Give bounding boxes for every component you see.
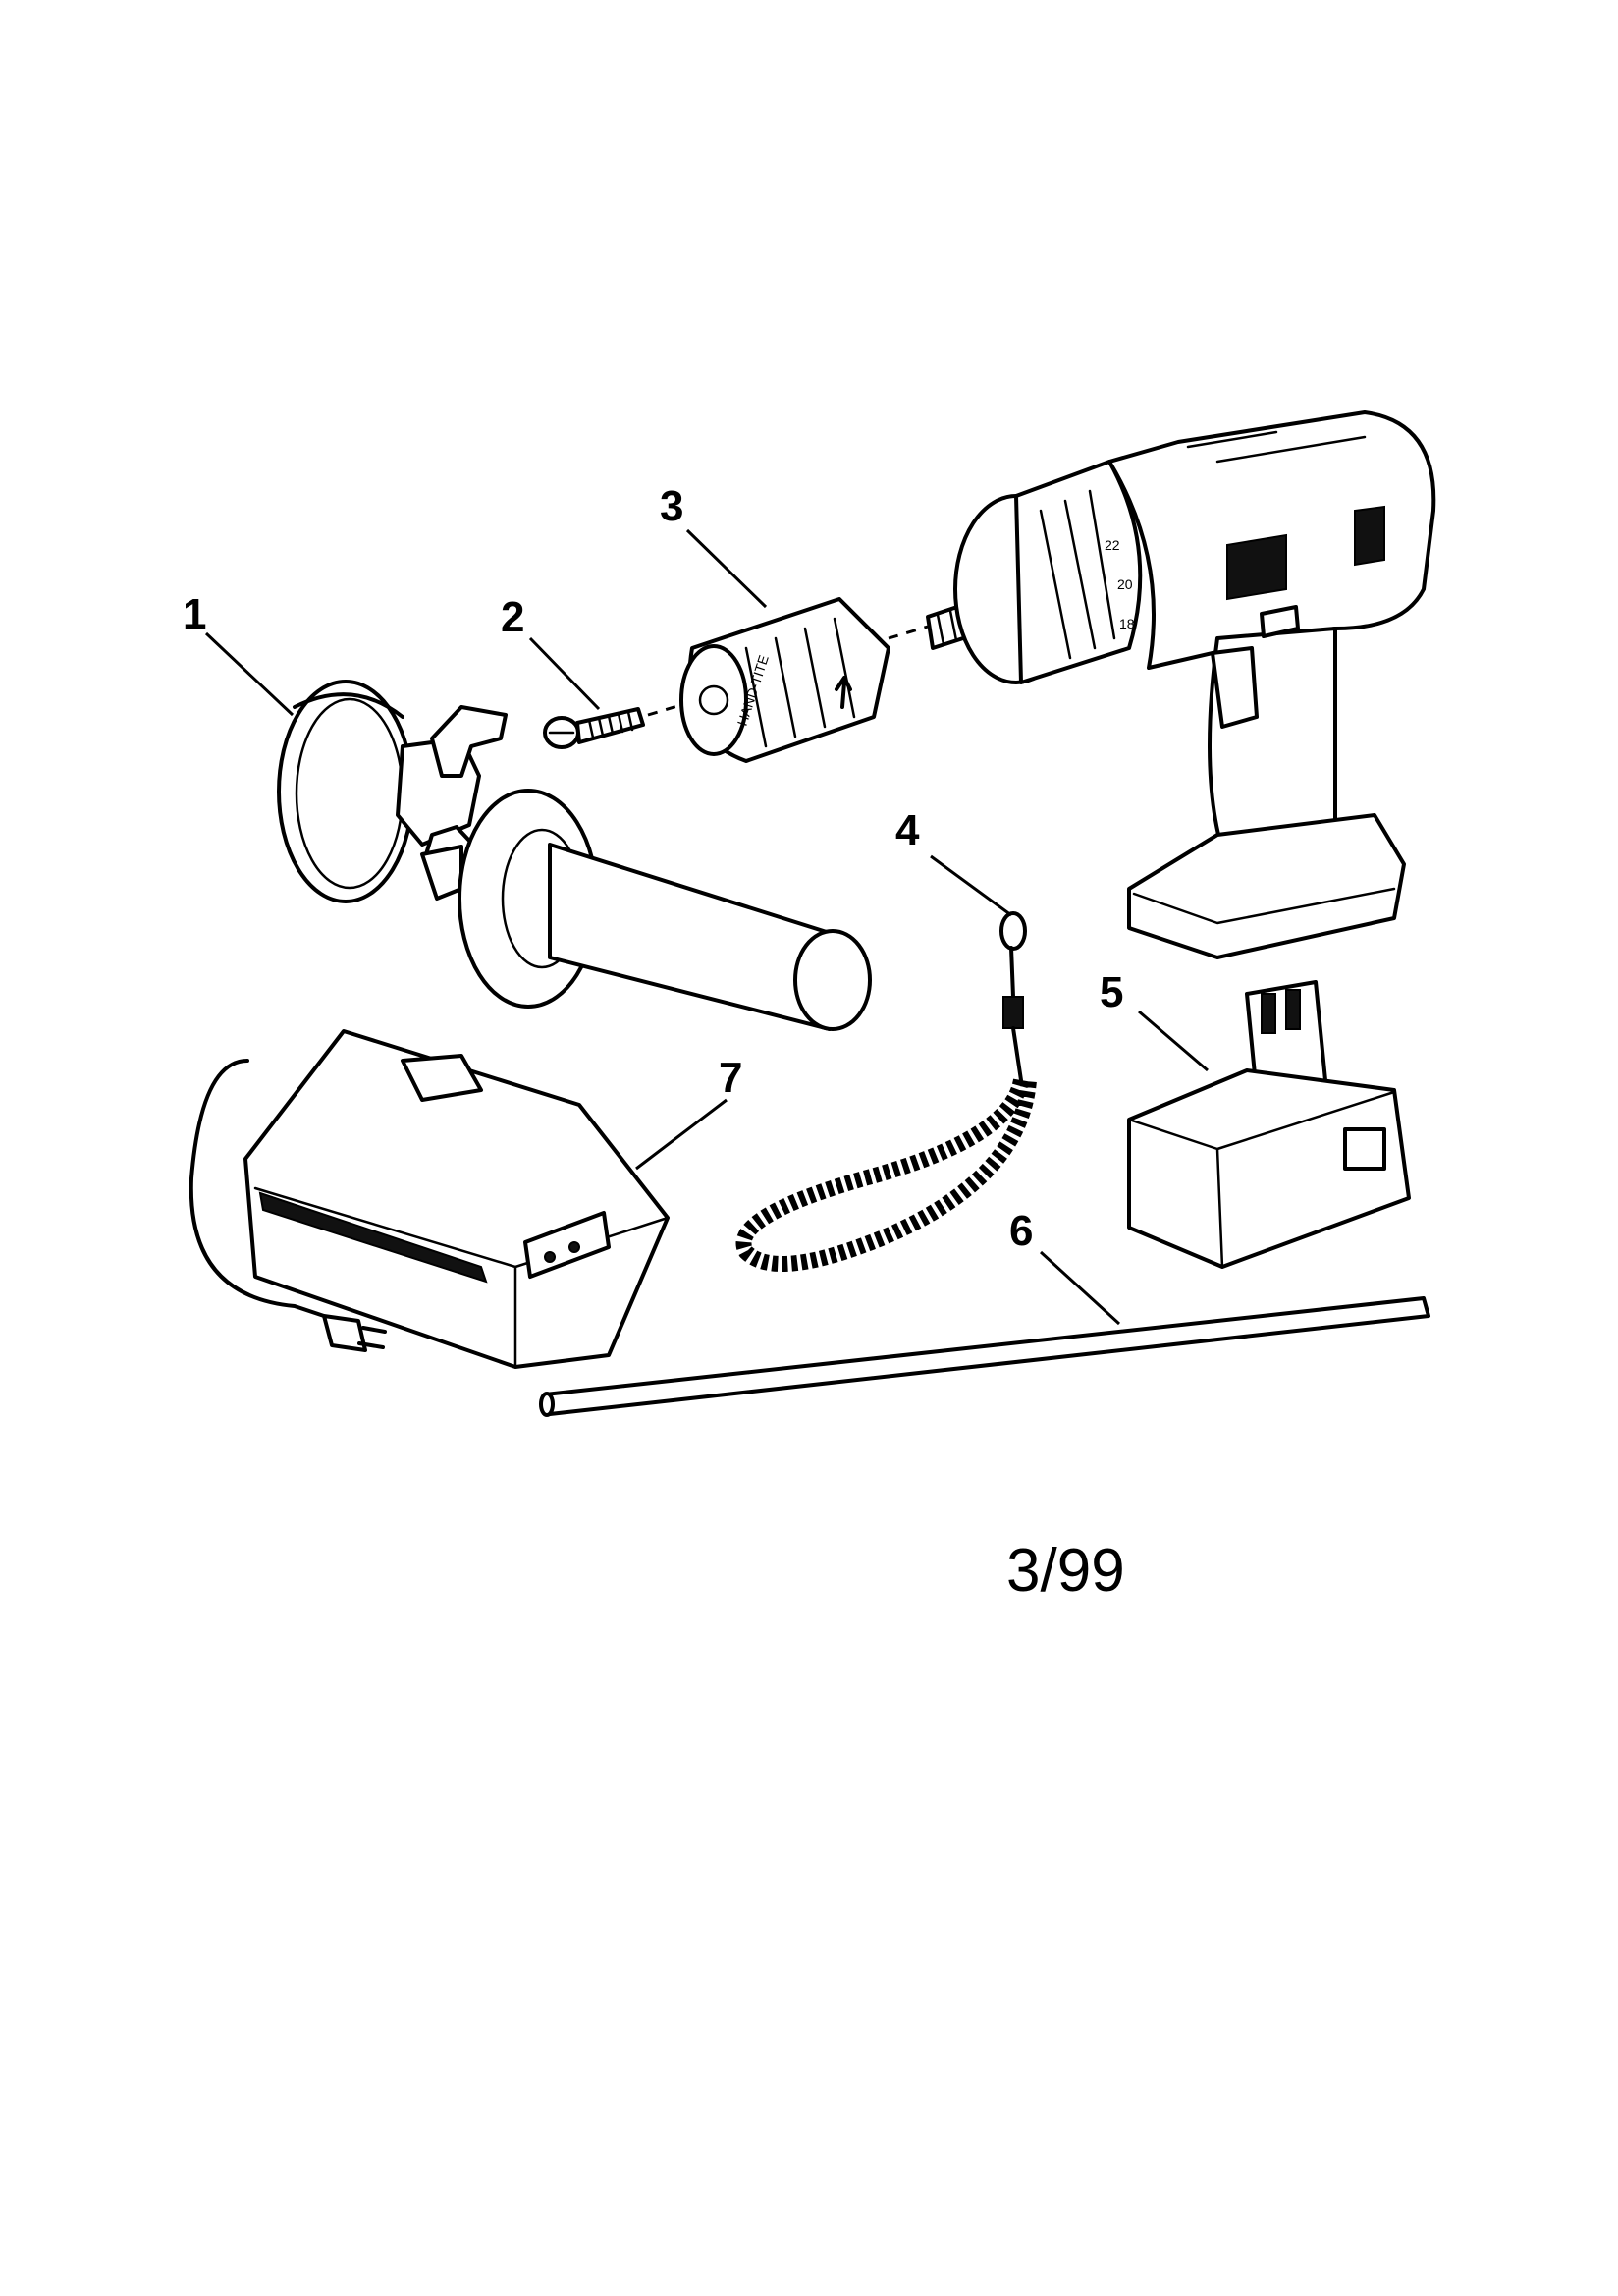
drill-foot	[1127, 813, 1406, 959]
chuck-knurl	[744, 617, 856, 748]
plug-prong-1	[361, 1326, 387, 1334]
chuck-jaw-opening	[698, 684, 729, 716]
housing-lines	[1186, 430, 1367, 464]
spindle-thread	[936, 601, 984, 646]
clutch-setting-1: 22	[1105, 537, 1120, 553]
clamp-stub	[420, 845, 463, 901]
plug-prong-2	[357, 1341, 385, 1349]
callout-1: 1	[183, 590, 206, 638]
strap-loop	[999, 911, 1027, 951]
battery-body	[1127, 1068, 1411, 1269]
wrist-strap	[735, 911, 1037, 1272]
clutch-collar	[1014, 460, 1143, 684]
cord-plug	[322, 1314, 367, 1352]
clutch-setting-3: 18	[1119, 616, 1135, 631]
rod-body	[543, 1296, 1430, 1416]
screw-axis-line	[647, 701, 688, 717]
direction-switch	[1260, 605, 1300, 638]
side-handle-assembly	[277, 680, 872, 1031]
callout-4: 4	[895, 806, 920, 854]
rear-vent	[1354, 505, 1385, 567]
rod-end	[539, 1392, 555, 1417]
clutch-ribs	[1039, 489, 1116, 660]
leader-5	[1138, 1010, 1209, 1072]
leader-4	[930, 854, 1012, 917]
chuck-arrow	[835, 676, 852, 709]
braided-loop	[735, 1078, 1037, 1272]
trigger	[1211, 646, 1259, 729]
leader-lines	[204, 528, 1209, 1326]
charger-base	[243, 1029, 670, 1369]
clamp-ring-top-band	[293, 692, 404, 719]
charger-led-2	[568, 1241, 580, 1253]
chuck-screw	[543, 701, 688, 749]
clutch-setting-2: 20	[1117, 576, 1133, 592]
battery-edges	[1127, 1090, 1396, 1269]
strap-clasp	[1002, 996, 1024, 1029]
leader-6	[1039, 1250, 1121, 1326]
vent-slots	[1226, 533, 1287, 601]
date-code: 3/99	[1006, 1537, 1125, 1605]
wing-knob	[430, 705, 508, 778]
depth-rod	[539, 1296, 1430, 1417]
clamp-ring-outer	[277, 680, 414, 903]
chuck-nose	[679, 644, 748, 756]
battery-terminal-1	[1261, 993, 1276, 1034]
callout-2: 2	[501, 593, 524, 641]
handle-grip-end	[793, 929, 872, 1031]
callout-6: 6	[1009, 1207, 1033, 1255]
screw-thread	[587, 710, 634, 739]
battery-charger	[189, 1029, 670, 1369]
charger-vents	[258, 1191, 488, 1284]
charger-well	[401, 1054, 483, 1102]
callout-5: 5	[1100, 968, 1123, 1016]
leader-1	[204, 631, 295, 717]
cordless-drill-body: 22 20 18	[926, 410, 1436, 959]
charger-cord	[189, 1059, 326, 1318]
leader-7	[635, 1098, 728, 1171]
leader-3	[685, 528, 768, 609]
chuck-axis-line	[888, 625, 929, 640]
charger-led-1	[544, 1251, 556, 1263]
strap-cord	[1009, 946, 1015, 999]
battery-pack	[1127, 980, 1411, 1269]
callout-labels: 1 2 3 4 5 6 7	[183, 482, 1123, 1255]
foot-edge	[1132, 887, 1396, 925]
callout-7: 7	[719, 1054, 742, 1102]
battery-latch	[1343, 1127, 1386, 1171]
charger-edges	[253, 1186, 670, 1369]
battery-terminal-2	[1285, 989, 1301, 1030]
keyless-chuck: HAND-TITE	[679, 597, 929, 763]
callout-3: 3	[660, 482, 683, 530]
strap-lead	[1011, 1026, 1023, 1082]
leader-2	[528, 636, 601, 711]
